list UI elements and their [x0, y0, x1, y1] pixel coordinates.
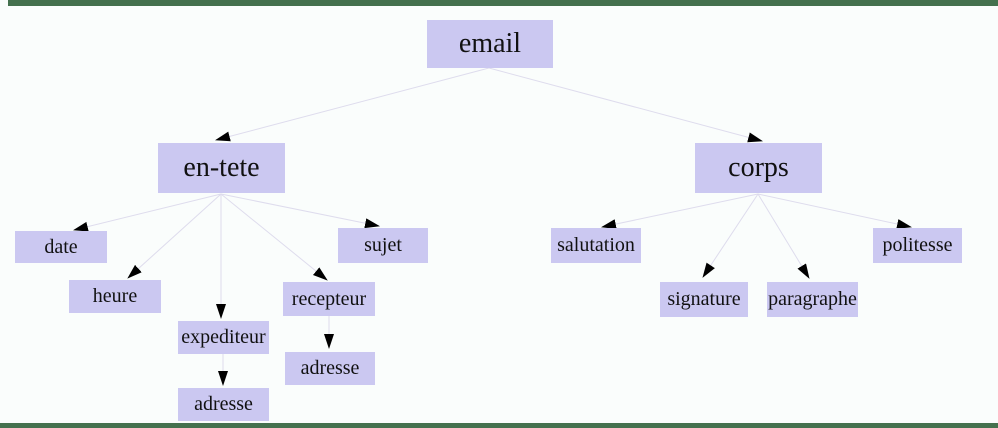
tree-node-adresse-recepteur: adresse	[285, 352, 375, 385]
edge-corps-to-paragraphe	[757, 193, 810, 279]
tree-node-salutation: salutation	[551, 228, 641, 263]
edge-en-tete-to-sujet	[220, 193, 380, 229]
edge-email-to-corps	[488, 67, 763, 143]
tree-node-politesse: politesse	[873, 228, 962, 263]
tree-node-email: email	[427, 20, 553, 68]
tree-node-signature: signature	[660, 282, 748, 317]
edge-en-tete-to-date	[73, 193, 222, 232]
edge-email-to-en-tete	[215, 67, 490, 142]
tree-node-adresse-expediteur: adresse	[178, 388, 269, 421]
edge-en-tete-to-recepteur	[220, 193, 328, 281]
tree-node-expediteur: expediteur	[178, 321, 269, 354]
top-green-bar	[8, 0, 998, 6]
tree-node-date: date	[15, 231, 107, 263]
edge-corps-to-salutation	[601, 193, 759, 229]
tree-node-sujet: sujet	[338, 228, 428, 263]
edge-corps-to-signature	[702, 193, 759, 278]
bottom-green-bar	[0, 423, 998, 428]
edge-en-tete-to-heure	[127, 193, 222, 279]
tree-node-heure: heure	[69, 280, 161, 313]
tree-node-paragraphe: paragraphe	[767, 282, 858, 317]
edge-corps-to-politesse	[757, 193, 912, 229]
tree-node-corps: corps	[695, 143, 822, 193]
tree-node-en-tete: en-tete	[158, 143, 285, 193]
tree-node-recepteur: recepteur	[283, 282, 375, 316]
